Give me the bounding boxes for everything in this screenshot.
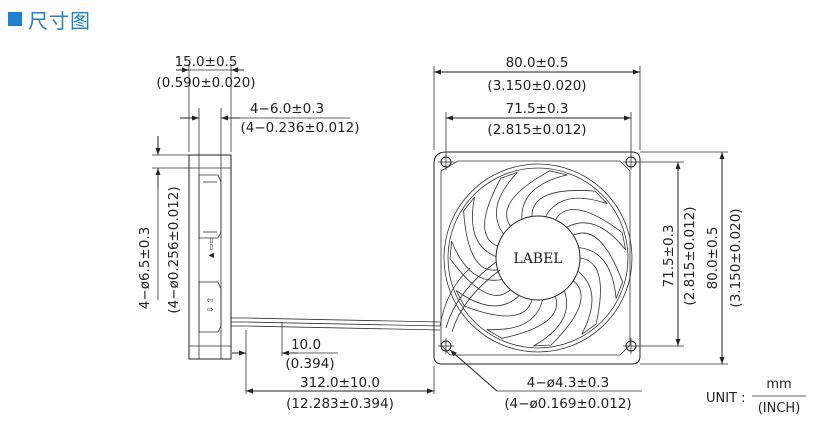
fan-blade	[577, 257, 601, 335]
fan-blade	[463, 196, 498, 271]
side-hole-mm: 4−ø6.5±0.3	[137, 227, 153, 309]
fan-blade	[555, 209, 626, 251]
side-width-mm: 15.0±0.5	[175, 54, 238, 70]
svg-text:▲ ▭▭: ▲ ▭▭	[207, 237, 215, 258]
outer-width-mm: 80.0±0.5	[506, 55, 569, 71]
side-rib-in: (4−0.236±0.012)	[240, 120, 359, 136]
wire-strip-in: (0.394)	[285, 356, 334, 372]
fan-blade	[533, 280, 582, 347]
fan-blade	[455, 290, 533, 317]
side-rib-mm: 4−6.0±0.3	[250, 101, 324, 117]
pitch-width-mm: 71.5±0.3	[506, 101, 569, 117]
fan-frame	[433, 151, 641, 365]
pitch-width-in: (2.815±0.012)	[487, 122, 586, 138]
unit-prefix: UNIT :	[706, 391, 746, 406]
fan-shroud	[443, 163, 633, 353]
fan-hub	[495, 215, 581, 301]
side-view-body	[188, 154, 232, 360]
outer-height-mm: 80.0±0.5	[705, 227, 721, 290]
heading-square-icon	[8, 12, 22, 26]
section-heading: 尺寸图	[8, 6, 91, 33]
wire-length-in: (12.283±0.394)	[286, 396, 394, 412]
side-view: ▲ ▭▭ ⇩ ⇧ 15.0±0.5 (0.590±0.020) 4−6.0±0.…	[137, 54, 360, 360]
fan-blade	[531, 190, 608, 217]
outer-height-in: (3.150±0.020)	[728, 208, 744, 307]
wire: 10.0 (0.394) 312.0±10.0 (12.283±0.394)	[232, 317, 441, 412]
svg-text:⇩ ⇧: ⇩ ⇧	[206, 297, 215, 313]
front-view: LABEL 80.0±0.5 (3.150±0.020) 71.5±0.3 (2…	[433, 55, 744, 412]
pitch-height-mm: 71.5±0.3	[661, 225, 677, 288]
fan-blade	[486, 296, 557, 339]
unit-bottom: (INCH)	[758, 401, 801, 416]
fan-blade	[449, 240, 511, 296]
fan-blades	[449, 170, 626, 347]
hub-label: LABEL	[513, 251, 562, 267]
pitch-height-in: (2.815±0.012)	[682, 206, 698, 305]
mount-hole-mm: 4−ø4.3±0.3	[527, 375, 609, 391]
unit-top: mm	[766, 377, 791, 392]
heading-title: 尺寸图	[28, 8, 91, 33]
fan-blade	[573, 232, 624, 299]
outer-width-in: (3.150±0.020)	[487, 78, 586, 94]
fan-blade	[506, 170, 568, 227]
mount-hole-in: (4−ø0.169±0.012)	[504, 396, 631, 412]
wire-strip-mm: 10.0	[291, 337, 321, 353]
fan-blade	[484, 172, 518, 247]
unit-legend: UNIT : mm (INCH)	[706, 377, 806, 416]
side-width-in: (0.590±0.020)	[156, 75, 255, 91]
side-hole-in: (4−ø0.256±0.012)	[166, 186, 182, 313]
wire-length-mm: 312.0±10.0	[300, 375, 380, 391]
